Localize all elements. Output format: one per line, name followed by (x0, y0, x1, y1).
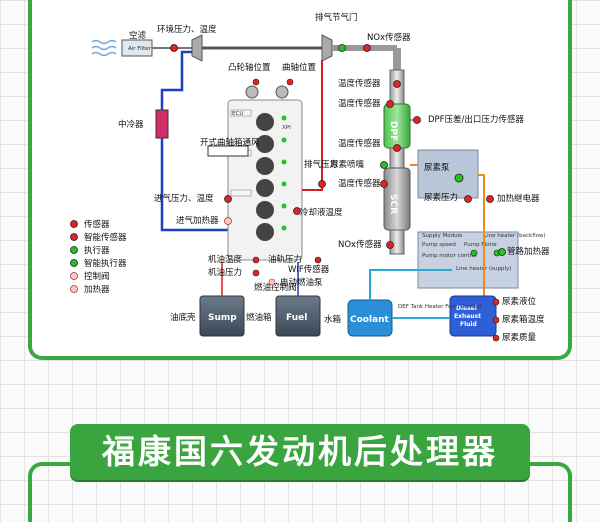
intercooler-label: 中冷器 (118, 119, 144, 130)
legend-smart-actuator-label: 智能执行器 (84, 258, 127, 269)
sump-tank-label: 油底壳 (170, 312, 196, 323)
nox-top-label: NOx传感器 (367, 32, 411, 43)
nox-top-sensor (363, 44, 371, 52)
engine-aftertreatment-diagram: Air Filter 空滤 环境压力、温度 排气节气门 NOx传感器 中冷器 E… (70, 12, 550, 343)
legend: 传感器 智能传感器 执行器 智能执行器 控制阀 加热器 (70, 219, 127, 295)
supply-module-label: Supply Module (422, 233, 463, 239)
wif-label: WIF传感器 (288, 264, 330, 275)
fuel-label: Fuel (286, 313, 307, 323)
dpf-pressure-label: DPF压差/出口压力传感器 (428, 114, 524, 125)
pump-motor-label: Pump Motor (464, 242, 498, 248)
ambient-sensor (170, 44, 178, 52)
sump-label: Sump (208, 313, 237, 323)
air-inflow-icon (91, 39, 117, 57)
page-title: 福康国六发动机后处理器 (102, 432, 498, 471)
temp3-label: 温度传感器 (338, 138, 381, 149)
legend-sensor-icon (70, 220, 78, 228)
heater-relay-label: 加热继电器 (497, 193, 540, 204)
fuel-tank-label: 燃油箱 (246, 312, 272, 323)
water-tank-label: 水箱 (324, 314, 342, 325)
scr-label: SCR (388, 194, 398, 214)
fuel-pump-label: 电动燃油泵 (280, 277, 323, 288)
cam-sensor (245, 85, 259, 99)
urea-nozzle-label: 尿素喷嘴 (330, 159, 365, 170)
legend-valve-icon (70, 272, 78, 280)
oil-temp-label: 机油温度 (208, 254, 243, 265)
cam-label: 凸轮轴位置 (228, 62, 271, 73)
dpf-label: DPF (388, 121, 398, 141)
exhaust-pressure-sensor (318, 180, 326, 188)
pipe-heater-label: 管路加热器 (507, 246, 550, 257)
temp1-label: 温度传感器 (338, 78, 381, 89)
coolant-temp-label: 冷却液温度 (300, 207, 343, 218)
urea-level-label: 尿素液位 (502, 296, 537, 307)
legend-heater-icon (70, 285, 78, 293)
legend-heater-label: 加热器 (84, 284, 110, 295)
line-heater-backflow-label: Line heater (backflow) (484, 233, 546, 239)
pump-motor-control-label: Pump motor control (422, 253, 477, 259)
def-label-1: Diesel (456, 305, 477, 312)
oil-pressure-label: 机油压力 (208, 267, 242, 278)
def-tank-heater-label: DEF Tank Heater From Coolant (398, 304, 483, 310)
supply-module-panel (417, 149, 479, 199)
title-banner: 福康国六发动机后处理器 (70, 424, 530, 480)
pump-speed-label: Pump speed (422, 242, 456, 248)
urea-pump-actuator (454, 173, 464, 183)
crank-sensor (275, 85, 289, 99)
intake-heater (224, 217, 232, 225)
crank-label: 曲轴位置 (282, 62, 317, 73)
intake-heater-label: 进气加热器 (176, 215, 219, 226)
intercooler-icon (155, 109, 169, 139)
coolant-temp-sensor (293, 207, 301, 215)
urea-quality-label: 尿素质量 (502, 332, 537, 343)
legend-smart-actuator-icon (70, 259, 78, 267)
legend-actuator-label: 执行器 (84, 245, 110, 256)
exhaust-pressure-label: 排气压力 (304, 159, 338, 170)
ambient-label: 环境压力、温度 (157, 24, 217, 35)
crankcase-label: 开式曲轴箱通风 (200, 137, 260, 148)
turbocharger-icon (191, 34, 333, 62)
engine-cylinders (256, 113, 274, 241)
urea-temp-label: 尿素箱温度 (502, 314, 545, 325)
air-filter-box-label: Air Filter (128, 46, 152, 52)
legend-smart-sensor-icon (70, 233, 78, 241)
temp4-label: 温度传感器 (338, 178, 381, 189)
temp2-label: 温度传感器 (338, 98, 381, 109)
exhaust-throttle-label: 排气节气门 (315, 12, 358, 23)
port-xpi-label: XPI (282, 125, 291, 131)
intake-pt-label: 进气压力、温度 (154, 193, 214, 204)
fuel-pressure-label: 油轨压力 (268, 254, 302, 265)
urea-pump-label: 尿素泵 (424, 162, 450, 173)
air-filter-label: 空滤 (129, 30, 147, 41)
legend-valve-label: 控制阀 (84, 271, 110, 282)
coolant-label: Coolant (350, 315, 390, 325)
intake-pt-sensor (224, 195, 232, 203)
port-ecu-label: ECU (232, 111, 243, 117)
injector-sensors (281, 115, 287, 231)
legend-actuator-icon (70, 246, 78, 254)
def-label-2: Exhaust (454, 313, 481, 320)
urea-pressure-label: 尿素压力 (424, 192, 458, 203)
def-tank (449, 295, 497, 337)
nox-bottom-label: NOx传感器 (338, 239, 382, 250)
legend-smart-sensor-label: 智能传感器 (84, 232, 127, 243)
exhaust-throttle-actuator (338, 44, 346, 52)
legend-sensor-label: 传感器 (84, 219, 110, 230)
def-label-3: Fluid (460, 321, 477, 328)
fuel-valve-label: 燃油控制阀 (254, 282, 297, 293)
